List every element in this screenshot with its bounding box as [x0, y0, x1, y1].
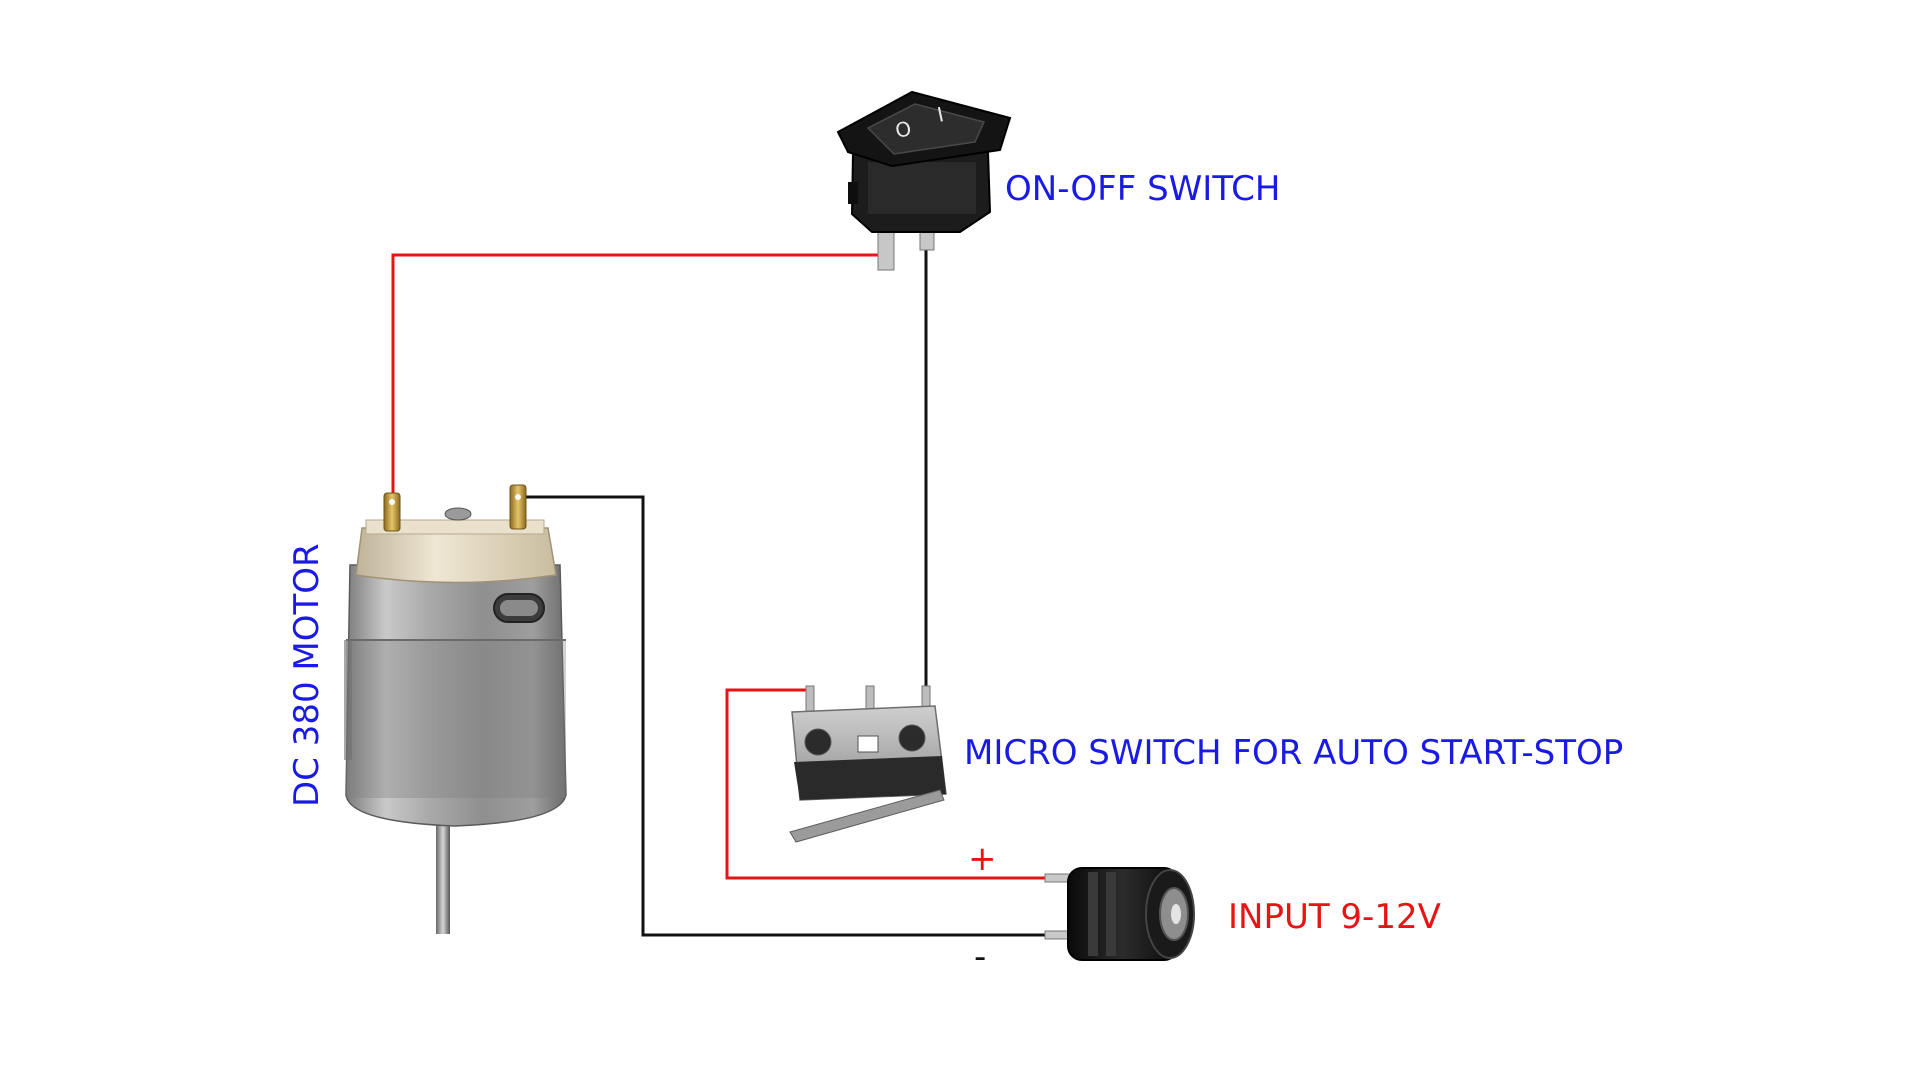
dc-380-motor [344, 484, 567, 934]
micro-switch [789, 685, 947, 843]
wire-red-motor-to-switch [391, 253, 885, 495]
motor-terminal-right [509, 484, 527, 530]
motor-end-cap [355, 527, 557, 584]
switch-terminal-left [877, 227, 895, 271]
switch-on-mark: I [935, 102, 946, 127]
on-off-switch-label: ON-OFF SWITCH [1005, 169, 1281, 209]
motor-label: DC 380 MOTOR [287, 543, 327, 807]
switch-rocker [866, 103, 986, 155]
minus-polarity-label: - [974, 937, 987, 977]
micro-switch-label: MICRO SWITCH FOR AUTO START-STOP [964, 733, 1624, 773]
motor-shaft [436, 822, 450, 934]
motor-terminal-left [383, 492, 401, 532]
wire-red-microswitch-to-jack [725, 688, 1060, 880]
on-off-switch: O I [836, 90, 1012, 271]
dc-jack [1044, 867, 1195, 961]
switch-off-mark: O [893, 116, 913, 143]
wire-black-motor-to-jack [522, 495, 1060, 937]
motor-can [345, 564, 567, 827]
micro-switch-lever [789, 789, 945, 843]
motor-band [346, 640, 566, 798]
plus-polarity-label: + [968, 839, 997, 879]
input-voltage-label: INPUT 9-12V [1228, 897, 1441, 937]
